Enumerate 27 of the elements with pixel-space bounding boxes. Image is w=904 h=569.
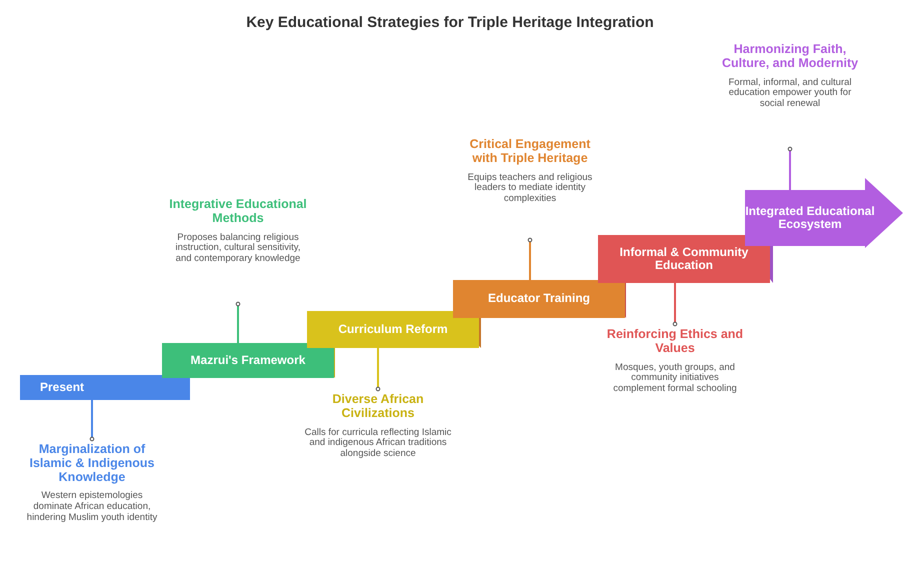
step-band: [20, 375, 190, 400]
callout-heading: Reinforcing Ethics and Values: [606, 328, 744, 356]
callout-heading: Integrative Educational Methods: [168, 198, 308, 226]
step-band: [162, 343, 334, 378]
callout-description: Mosques, youth groups, and community initiatives complement formal schooling: [612, 362, 738, 396]
callout-heading: Diverse African Civilizations: [331, 393, 425, 420]
connector-line: [90, 400, 94, 442]
step-label: Educator Training: [488, 292, 590, 306]
connector-line: [788, 146, 792, 190]
callout-heading: Critical Engagement with Triple Heritage: [468, 138, 592, 166]
diagram-title: Key Educational Strategies for Triple Heritage Integration: [245, 13, 655, 33]
connector-line: [672, 283, 678, 326]
callout-description: Western epistemologies dominate African education, hindering Muslim youth identity: [26, 491, 158, 524]
callout-description: Calls for curricula reflecting Islamic and indigenous African traditions alongside science: [304, 428, 452, 460]
step-label: Integrated Educational Ecosystem: [745, 204, 875, 232]
callout-heading: Marginalization of Islamic & Indigenous Knowledge: [28, 443, 156, 484]
step-label: Mazrui's Framework: [190, 354, 306, 368]
connector-line: [528, 238, 532, 280]
callout-description: Proposes balancing religious instruction, cultural sensitivity, and contemporary knowledge: [174, 232, 302, 266]
callout-description: Formal, informal, and cultural education empower youth for social renewal: [727, 78, 853, 110]
connector-line: [376, 348, 380, 392]
step-label: Present: [40, 380, 84, 394]
callout-description: Equips teachers and religious leaders to mediate identity complexities: [466, 172, 594, 206]
step-label: Curriculum Reform: [338, 322, 448, 336]
connector-line: [236, 302, 240, 343]
callout-heading: Harmonizing Faith, Culture, and Modernity: [720, 43, 860, 70]
step-label: Informal & Community Education: [618, 246, 750, 272]
